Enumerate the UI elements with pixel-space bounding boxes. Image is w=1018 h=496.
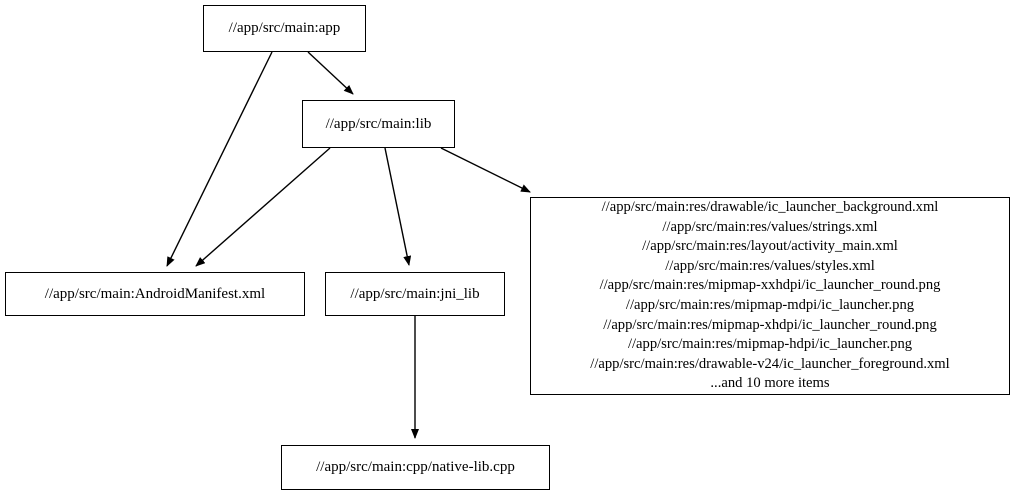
node-android-manifest-label: //app/src/main:AndroidManifest.xml <box>44 285 266 302</box>
node-native-lib-cpp[interactable]: //app/src/main:cpp/native-lib.cpp <box>281 445 550 490</box>
node-res-list-line: //app/src/main:res/mipmap-xhdpi/ic_launc… <box>603 316 937 333</box>
edge-lib-to-manifest <box>195 147 331 267</box>
node-app[interactable]: //app/src/main:app <box>203 5 366 52</box>
edge-lib-to-res-list <box>440 147 531 193</box>
edge-lib-to-jni-lib <box>384 147 412 266</box>
node-res-list-line: ...and 10 more items <box>710 375 830 392</box>
node-android-manifest[interactable]: //app/src/main:AndroidManifest.xml <box>5 272 305 316</box>
node-res-list-line: //app/src/main:res/drawable/ic_launcher_… <box>601 199 939 216</box>
node-res-list-line: //app/src/main:res/layout/activity_main.… <box>642 238 898 255</box>
edge-app-to-lib <box>307 51 354 95</box>
node-lib-label: //app/src/main:lib <box>325 115 432 132</box>
node-jni-lib[interactable]: //app/src/main:jni_lib <box>325 272 505 316</box>
edge-app-to-manifest <box>166 51 273 267</box>
node-res-list-line: //app/src/main:res/values/styles.xml <box>665 257 875 274</box>
node-lib[interactable]: //app/src/main:lib <box>302 100 455 148</box>
node-res-list-line: //app/src/main:res/drawable-v24/ic_launc… <box>590 355 950 372</box>
node-res-list[interactable]: //app/src/main:res/drawable/ic_launcher_… <box>530 197 1010 395</box>
node-res-list-line: //app/src/main:res/mipmap-hdpi/ic_launch… <box>627 336 913 353</box>
node-res-list-line: //app/src/main:res/mipmap-xxhdpi/ic_laun… <box>599 277 941 294</box>
node-res-list-line: //app/src/main:res/values/strings.xml <box>662 218 878 235</box>
node-jni-lib-label: //app/src/main:jni_lib <box>350 285 480 302</box>
node-native-lib-cpp-label: //app/src/main:cpp/native-lib.cpp <box>316 459 515 475</box>
node-app-label: //app/src/main:app <box>228 20 341 36</box>
node-res-list-line: //app/src/main:res/mipmap-mdpi/ic_launch… <box>625 297 915 313</box>
